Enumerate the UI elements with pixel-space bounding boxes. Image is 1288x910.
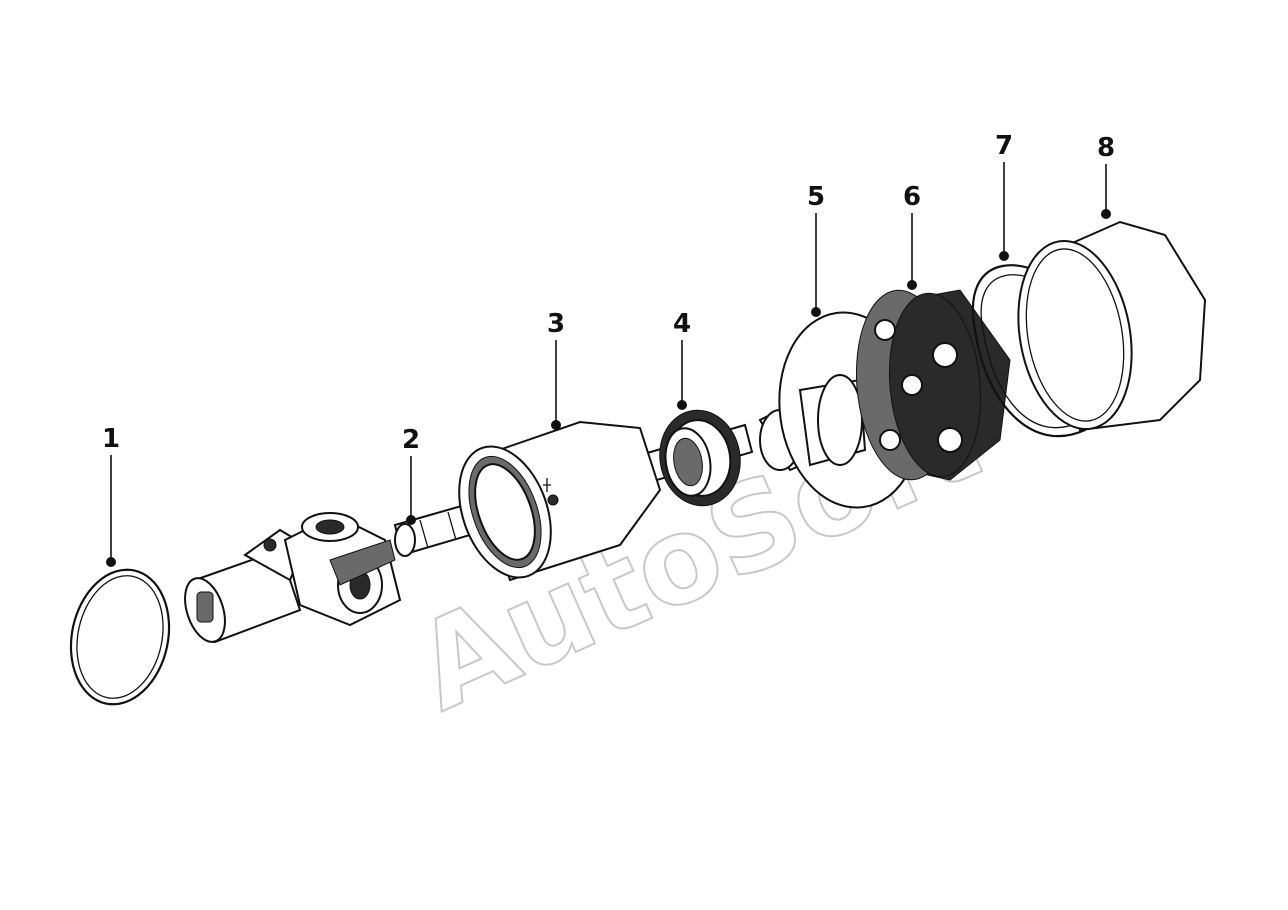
callout-label-6: 6 xyxy=(903,182,921,212)
callout-label-5: 5 xyxy=(807,182,825,212)
callout-1: 1 xyxy=(102,424,120,567)
callout-label-2: 2 xyxy=(402,425,420,455)
callout-2: 2 xyxy=(402,425,420,525)
callout-label-4: 4 xyxy=(673,309,691,339)
part-1-o-ring xyxy=(69,568,171,706)
callout-6: 6 xyxy=(903,182,921,290)
callout-5: 5 xyxy=(807,182,825,317)
callout-label-3: 3 xyxy=(547,309,565,339)
callout-label-7: 7 xyxy=(995,131,1013,161)
callout-label-8: 8 xyxy=(1097,133,1115,163)
part-8-outer-cup xyxy=(1017,220,1207,432)
part-4-bearing-ring xyxy=(659,409,741,507)
part-3-housing xyxy=(458,420,662,582)
callout-8: 8 xyxy=(1097,133,1115,219)
callout-label-1: 1 xyxy=(102,424,120,454)
callout-3: 3 xyxy=(547,309,565,430)
callout-7: 7 xyxy=(995,131,1013,261)
callout-4: 4 xyxy=(673,309,691,410)
